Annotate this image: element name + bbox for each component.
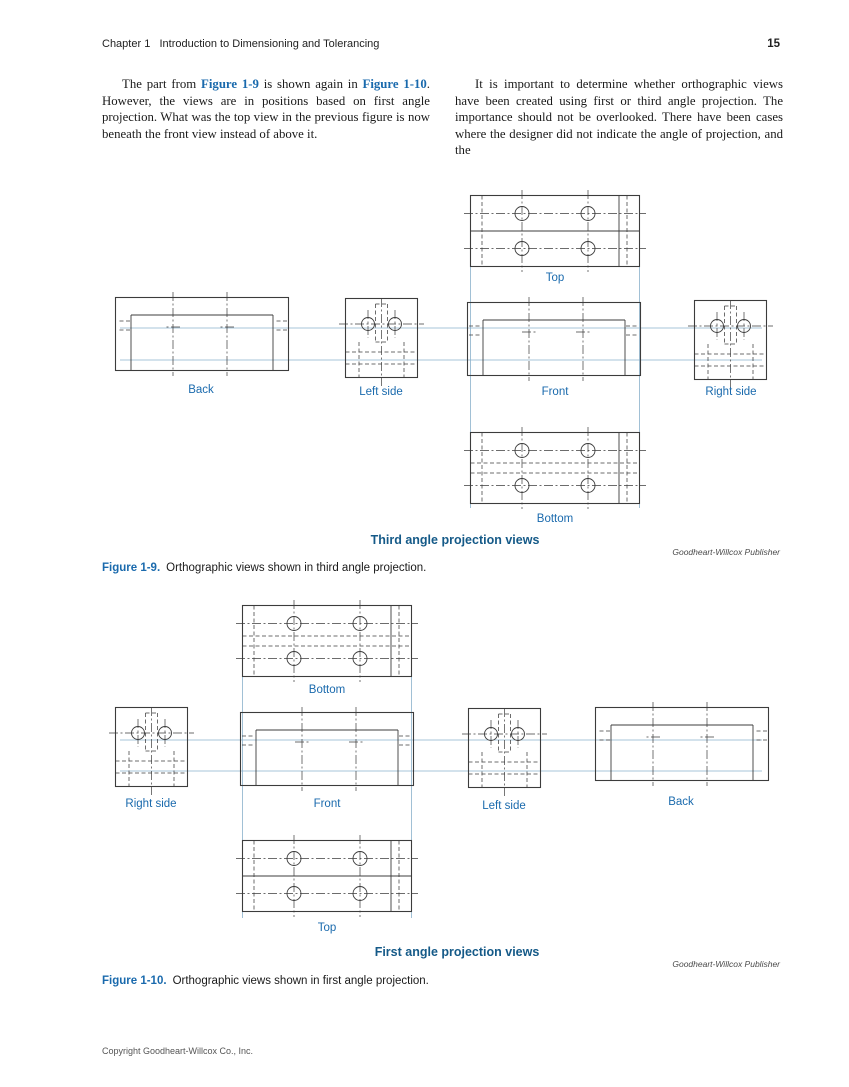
page-number: 15 xyxy=(767,38,780,50)
figure-1-9-reference: Figure 1-9 xyxy=(201,77,259,91)
view-label-right-side: Right side xyxy=(705,386,757,398)
right-side-view-drawing xyxy=(108,706,195,796)
figure-1-10-caption-text: Orthographic views shown in first angle … xyxy=(172,975,429,987)
figure-1-9-title: Third angle projection views xyxy=(370,533,540,547)
left-side-view-drawing xyxy=(461,707,548,797)
left-side-view-drawing xyxy=(338,297,425,387)
top-view-drawing xyxy=(464,190,646,272)
figure-1-10-title: First angle projection views xyxy=(374,945,540,959)
paragraph-text: . However, the views are in positions ba… xyxy=(102,77,430,141)
bottom-view-drawing xyxy=(236,600,418,682)
body-text: The part from Figure 1-9 is shown again … xyxy=(102,76,783,159)
view-label-left-side: Left side xyxy=(359,386,403,398)
chapter-title: Chapter 1 Introduction to Dimensioning a… xyxy=(102,38,380,50)
back-view-drawing xyxy=(594,701,770,787)
right-column: It is important to determine whether ort… xyxy=(455,76,783,159)
figure-1-9-credit: Goodheart-Willcox Publisher xyxy=(672,547,780,557)
projection-lines xyxy=(120,612,762,918)
front-view-drawing xyxy=(239,706,415,792)
third-angle-projection-drawing xyxy=(114,190,774,522)
paragraph-text: The part from xyxy=(122,77,202,91)
view-label-top: Top xyxy=(545,272,565,284)
figure-1-10-credit: Goodheart-Willcox Publisher xyxy=(672,959,780,969)
projection-lines xyxy=(120,202,762,508)
figure-1-10-reference: Figure 1-10 xyxy=(362,77,427,91)
paragraph-text: is shown again in xyxy=(258,77,363,91)
top-view-drawing xyxy=(236,835,418,917)
bottom-view-drawing xyxy=(464,427,646,509)
right-side-view-drawing xyxy=(687,299,774,389)
back-view-drawing xyxy=(114,291,290,377)
figure-1-9-caption-text: Orthographic views shown in third angle … xyxy=(166,562,427,574)
copyright-notice: Copyright Goodheart-Willcox Co., Inc. xyxy=(102,1046,254,1056)
view-label-back: Back xyxy=(188,384,214,396)
figure-1-10: Bottom Right side Front Left side Back T… xyxy=(100,600,783,1000)
left-paragraph: The part from Figure 1-9 is shown again … xyxy=(102,76,430,142)
left-column: The part from Figure 1-9 is shown again … xyxy=(102,76,430,159)
figure-1-9: Top Back Left side Front Right side Bott… xyxy=(100,190,783,590)
first-angle-projection-drawing xyxy=(108,600,770,918)
view-label-bottom: Bottom xyxy=(536,513,574,525)
figure-1-10-caption-label: Figure 1-10. xyxy=(102,975,167,987)
view-label-back: Back xyxy=(668,796,694,808)
view-label-left-side: Left side xyxy=(482,800,526,812)
right-paragraph: It is important to determine whether ort… xyxy=(455,77,783,157)
view-label-front: Front xyxy=(541,386,569,398)
figure-1-9-caption: Figure 1-9. Orthographic views shown in t… xyxy=(102,562,426,574)
view-label-bottom: Bottom xyxy=(308,684,346,696)
figure-1-9-caption-label: Figure 1-9. xyxy=(102,562,161,574)
front-view-drawing xyxy=(466,296,642,382)
view-label-front: Front xyxy=(313,798,341,810)
page-header: Chapter 1 Introduction to Dimensioning a… xyxy=(102,38,780,50)
view-label-top: Top xyxy=(317,922,337,934)
figure-1-10-caption: Figure 1-10. Orthographic views shown in … xyxy=(102,975,429,987)
view-label-right-side: Right side xyxy=(125,798,177,810)
